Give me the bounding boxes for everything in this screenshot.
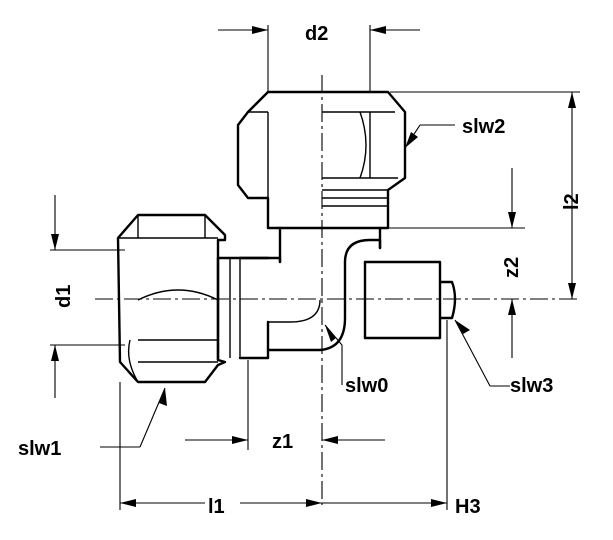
- dimension-l2: [390, 91, 580, 299]
- label-d2: d2: [305, 23, 328, 45]
- tee-body: [216, 238, 457, 352]
- label-h3: H3: [455, 496, 481, 518]
- leader-slw2: [404, 124, 455, 149]
- label-slw1: slw1: [18, 438, 61, 460]
- dimension-l1-h3: [119, 320, 448, 510]
- label-z2: z2: [501, 257, 523, 278]
- center-lines: [95, 75, 580, 505]
- label-slw2: slw2: [462, 116, 505, 138]
- dimension-z1: [185, 360, 385, 450]
- dimension-d2: [218, 25, 420, 92]
- dimension-z2: [388, 168, 525, 358]
- label-l2: l2: [561, 193, 583, 210]
- left-union-nut: [116, 213, 270, 384]
- label-z1: z1: [272, 431, 293, 453]
- leader-slw1: [100, 387, 167, 448]
- dimension-d1: [50, 195, 125, 398]
- label-slw3: slw3: [510, 375, 553, 397]
- label-l1: l1: [208, 496, 225, 518]
- label-slw0: slw0: [345, 375, 388, 397]
- leader-slw3: [454, 319, 510, 387]
- leader-slw0: [324, 324, 343, 385]
- label-d1: d1: [53, 285, 75, 308]
